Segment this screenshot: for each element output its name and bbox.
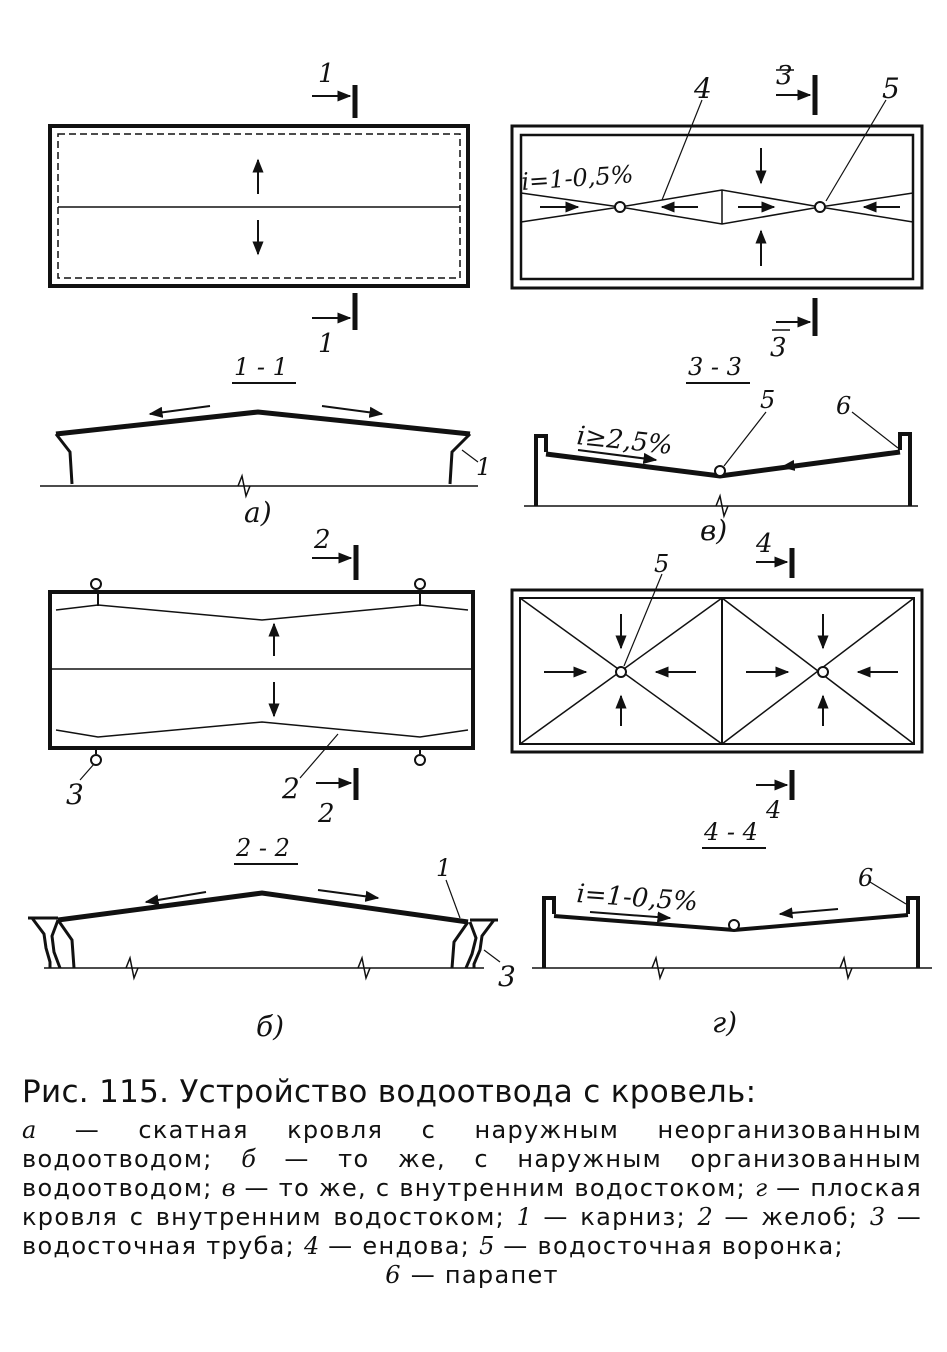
legend-text-3: — водосточная труба; — [22, 1203, 922, 1260]
section-title-1-1: 1 - 1 — [234, 353, 288, 381]
section-v — [524, 411, 918, 519]
section-mark-2-top: 2 — [313, 525, 331, 555]
section-mark-1-top: 1 — [318, 59, 335, 89]
callout-4-valley: 4 — [693, 72, 712, 105]
section-title-3-3: 3 - 3 — [688, 353, 742, 381]
section-a — [40, 405, 479, 499]
section-title-4-4: 4 - 4 — [703, 818, 758, 846]
callout-6-parapet-g: 6 — [858, 864, 873, 892]
legend-key-1: 1 — [516, 1203, 532, 1231]
legend-key-g: г — [755, 1174, 768, 1202]
plan-a — [48, 85, 470, 330]
callout-2-gutter: 2 — [281, 772, 300, 805]
sublabel-v: в) — [700, 514, 727, 547]
callout-5-funnel-g: 5 — [654, 550, 669, 578]
legend-key-4: 4 — [303, 1232, 320, 1260]
legend-text-1: — карниз; — [531, 1203, 698, 1231]
sublabel-a: а) — [244, 496, 272, 529]
caption-legend-last: 6 — парапет — [22, 1261, 922, 1290]
plan-g — [510, 548, 924, 800]
section-mark-4-bottom: 4 — [765, 796, 781, 824]
caption-title: Рис. 115. Устройство водоотвода с кровел… — [22, 1074, 757, 1110]
callout-1-cornice-a: 1 — [476, 453, 491, 481]
callout-1-cornice-b: 1 — [436, 854, 451, 882]
callout-3-downpipe-section: 3 — [498, 960, 516, 993]
legend-text-5: — водосточная воронка; — [494, 1232, 844, 1260]
section-mark-2-bottom: 2 — [317, 799, 335, 829]
legend-key-3: 3 — [869, 1203, 886, 1231]
legend-text-g: — плоская кровля с внутренним водостоком… — [22, 1174, 922, 1231]
plan-b — [48, 545, 475, 800]
section-mark-3-bottom: 3 — [770, 333, 787, 363]
figure-caption: Рис. 115. Устройство водоотвода с кровел… — [22, 1072, 922, 1290]
caption-legend: а — скатная кровля с наружным неорганизо… — [22, 1116, 922, 1261]
legend-key-6: 6 — [385, 1261, 402, 1289]
legend-text-4: — ендова; — [319, 1232, 480, 1260]
legend-key-b: б — [241, 1145, 256, 1173]
legend-text-b: — то же, с наружным организованным водоо… — [22, 1145, 922, 1202]
sublabel-g: г) — [712, 1006, 737, 1039]
sublabel-b: б) — [256, 1010, 284, 1043]
section-mark-3-top: 3 — [776, 61, 793, 91]
slope-label-section-v: i≥2,5% — [575, 421, 674, 461]
plan-v — [510, 75, 924, 336]
legend-text-6: — парапет — [401, 1261, 559, 1289]
callout-6-parapet-v: 6 — [836, 392, 851, 420]
section-title-2-2: 2 - 2 — [235, 834, 290, 862]
callout-5-funnel-plan: 5 — [882, 72, 900, 105]
section-b — [28, 879, 501, 981]
legend-key-2: 2 — [697, 1203, 713, 1231]
legend-text-v: — то же, с внутренним водостоком; — [235, 1174, 755, 1202]
slope-label-plan-v: i=1-0,5% — [520, 160, 634, 196]
legend-text-2: — желоб; — [712, 1203, 870, 1231]
section-mark-4-top: 4 — [755, 529, 773, 559]
callout-5-funnel-section: 5 — [760, 386, 775, 414]
legend-key-a: а — [22, 1116, 37, 1144]
callout-3-downpipe-plan: 3 — [66, 778, 84, 811]
legend-key-5: 5 — [479, 1232, 495, 1260]
section-g — [532, 881, 932, 981]
legend-key-v: в — [221, 1174, 236, 1202]
section-mark-1-bottom: 1 — [318, 329, 335, 359]
roof-drainage-diagram: 1 1 1 - 1 1 а) i=1-0,5% 4 5 — [28, 59, 932, 1043]
legend-text-a: — скатная кровля с наружным неорганизова… — [22, 1116, 922, 1173]
